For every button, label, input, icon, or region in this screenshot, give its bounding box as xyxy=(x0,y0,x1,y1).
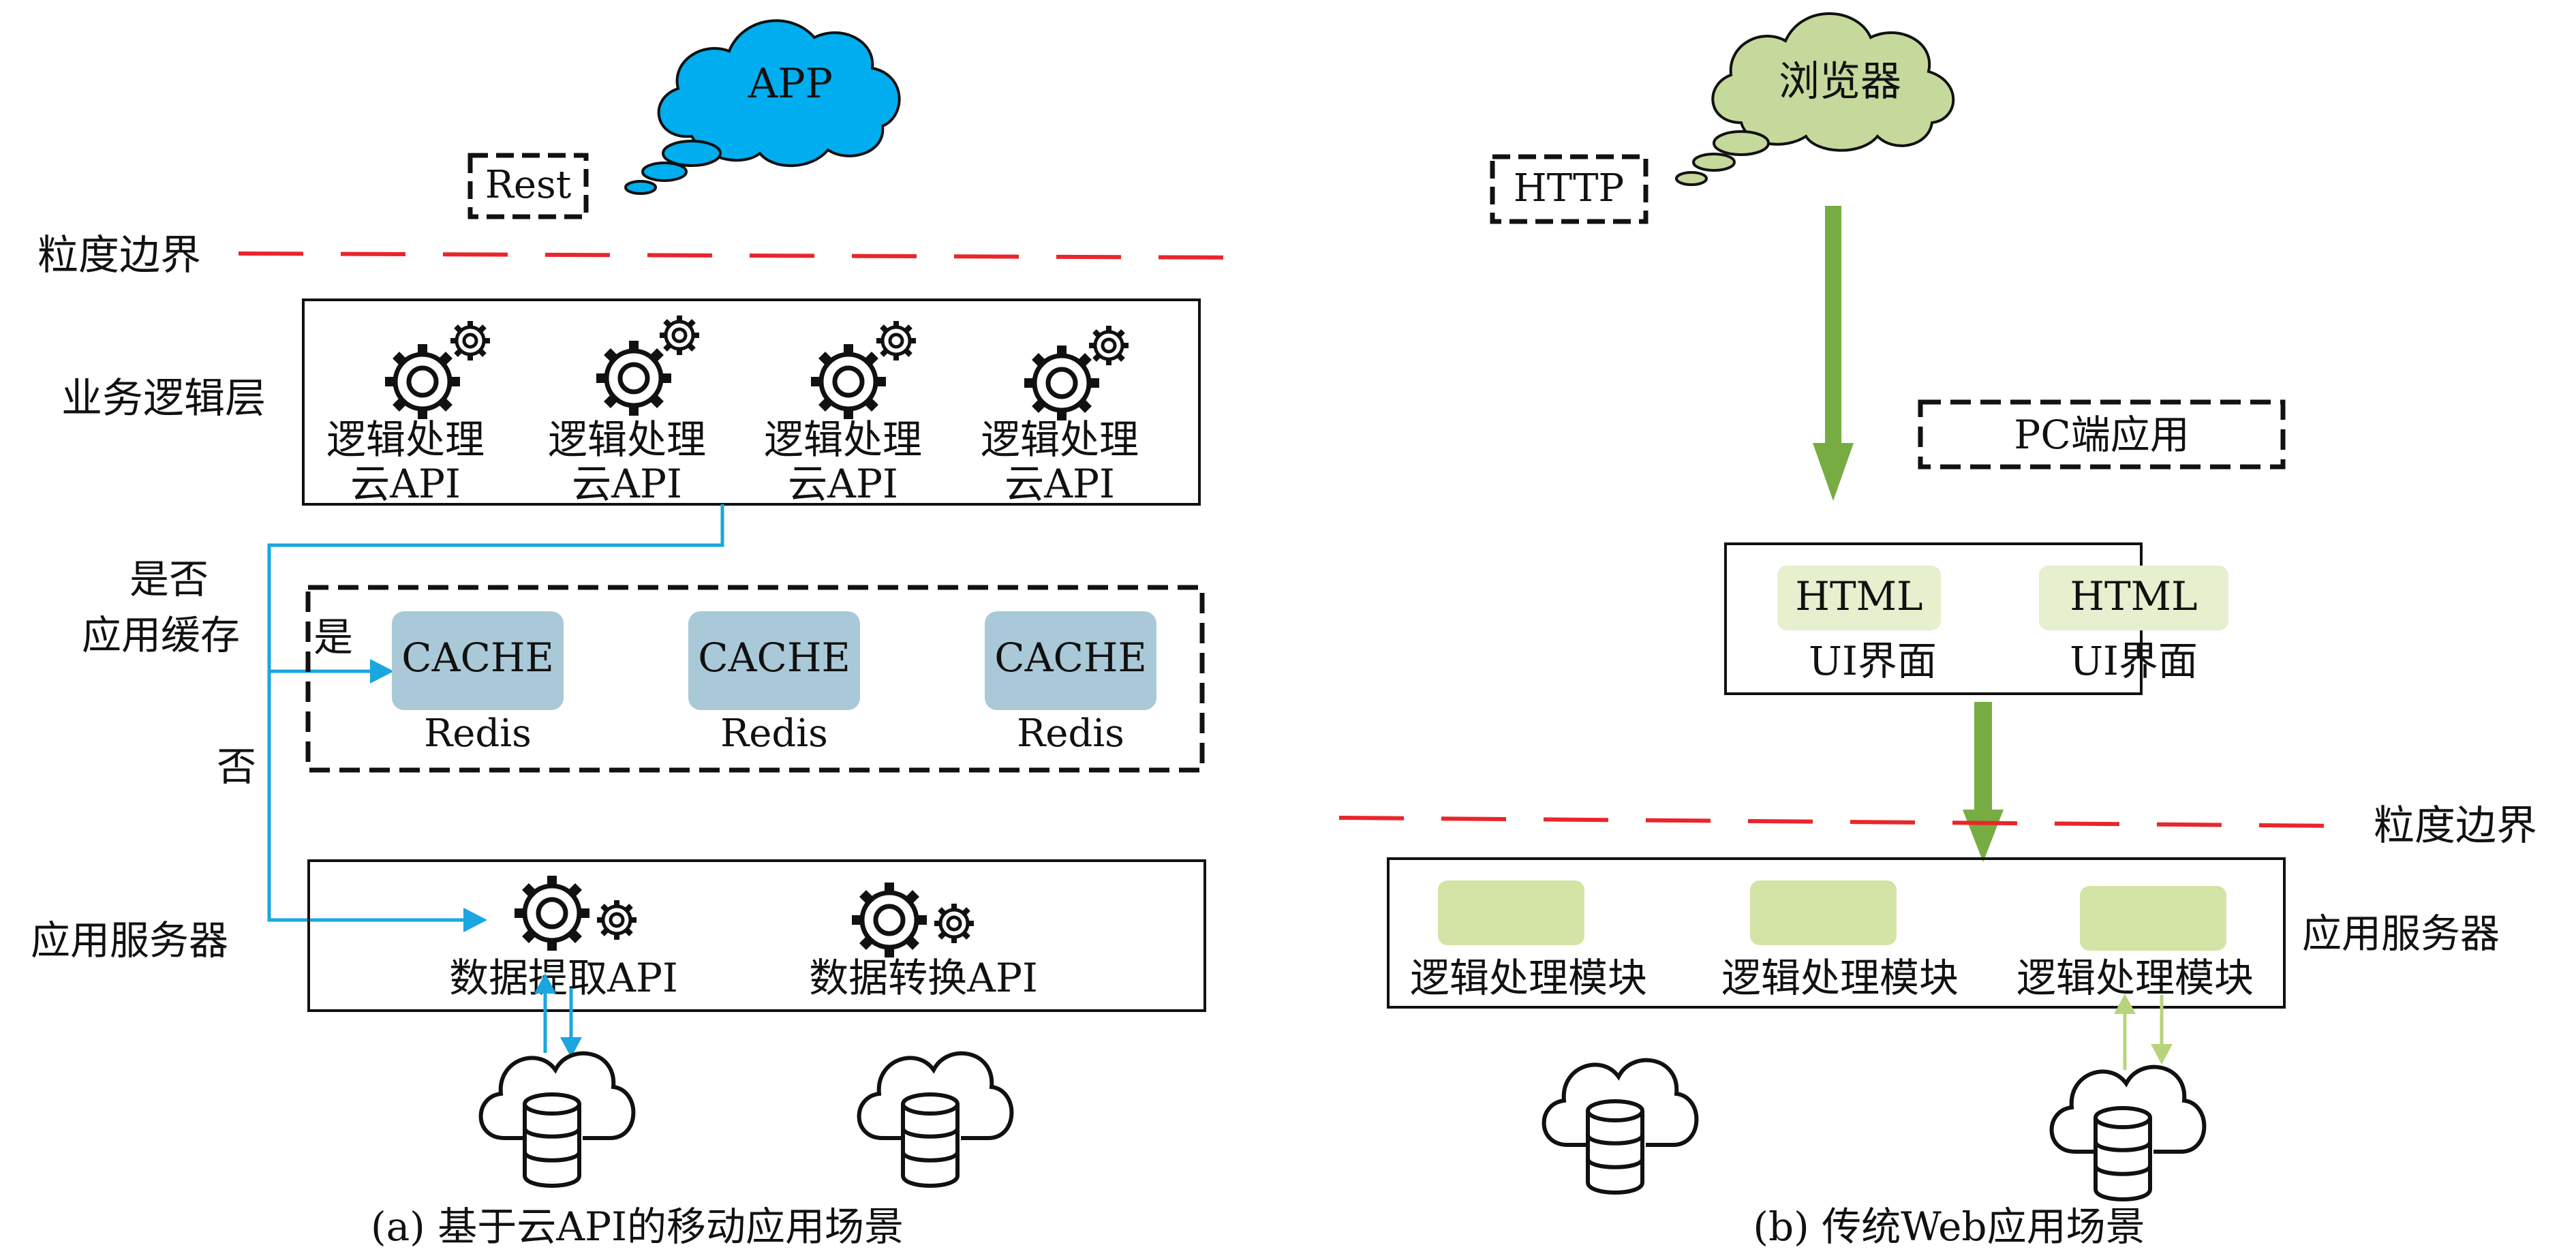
cache-unit-3: CACHE Redis xyxy=(985,611,1156,756)
business-layer-label: 业务逻辑层 xyxy=(61,375,266,423)
server-api-label: 数据提取API xyxy=(449,955,678,1001)
module-label: 逻辑处理模块 xyxy=(2017,955,2254,1001)
logic-unit-subtitle: 云API xyxy=(1005,461,1115,507)
left-caption: (a) 基于云API的移动应用场景 xyxy=(371,1203,904,1250)
right-caption: (b) 传统Web应用场景 xyxy=(1753,1203,2145,1250)
server-api-label: 数据转换API xyxy=(809,955,1038,1001)
no-label: 否 xyxy=(217,743,256,790)
down-arrow-2 xyxy=(1963,702,2004,862)
left-boundary-line xyxy=(238,251,1248,260)
gear-icon xyxy=(660,316,699,355)
http-protocol-label: HTTP xyxy=(1514,166,1624,211)
gear-icon xyxy=(597,900,637,940)
gear-icon xyxy=(1089,326,1129,365)
html-label: HTML xyxy=(1795,573,1922,619)
module-label: 逻辑处理模块 xyxy=(1721,955,1959,1001)
down-arrow-1 xyxy=(1813,206,1854,501)
cache-sub-label: Redis xyxy=(1017,711,1124,756)
cache-label: CACHE xyxy=(994,634,1147,681)
logic-unit-1: 逻辑处理 云API xyxy=(326,321,490,507)
browser-cloud-label: 浏览器 xyxy=(1779,58,1901,106)
logic-module-2: 逻辑处理模块 xyxy=(1721,880,1959,1001)
ui-unit-2: HTML UI界面 xyxy=(2039,566,2228,684)
left-app-server-label: 应用服务器 xyxy=(31,917,228,964)
cache-label: CACHE xyxy=(401,634,554,681)
cache-question-line2: 应用缓存 xyxy=(82,612,240,658)
cache-unit-1: CACHE Redis xyxy=(392,611,564,756)
logic-unit-title: 逻辑处理 xyxy=(981,416,1139,463)
server-api-transform: 数据转换API xyxy=(809,883,1038,1001)
gear-icon xyxy=(852,883,927,957)
module-label: 逻辑处理模块 xyxy=(1410,955,1647,1001)
http-protocol-box xyxy=(1490,154,1649,224)
right-panel: 浏览器 HTTP PC端应用 HTML UI界面 HTML UI界面 粒度边界 xyxy=(1338,12,2537,1250)
left-db-arrows xyxy=(534,973,582,1058)
logic-module-3: 逻辑处理模块 xyxy=(2017,886,2254,1001)
ui-label: UI界面 xyxy=(2070,638,2198,684)
logic-unit-title: 逻辑处理 xyxy=(326,416,485,463)
logic-unit-subtitle: 云API xyxy=(350,461,461,507)
gear-icon xyxy=(934,904,974,943)
rest-protocol-box xyxy=(467,153,589,219)
cloud-database-icon xyxy=(1544,1060,1697,1193)
right-db-arrows xyxy=(2114,994,2173,1070)
cloud-database-icon xyxy=(2052,1067,2205,1199)
logic-unit-title: 逻辑处理 xyxy=(548,416,706,463)
cloud-database-icon xyxy=(481,1054,634,1186)
pc-app-box xyxy=(1918,399,2286,470)
cache-question-line1: 是否 xyxy=(129,556,209,602)
ui-label: UI界面 xyxy=(1809,638,1937,684)
logic-unit-3: 逻辑处理 云API xyxy=(764,321,922,507)
logic-unit-title: 逻辑处理 xyxy=(764,416,922,463)
gear-icon xyxy=(811,344,886,419)
logic-module-1: 逻辑处理模块 xyxy=(1410,880,1647,1001)
app-cloud-label: APP xyxy=(748,60,833,108)
ui-unit-1: HTML UI界面 xyxy=(1777,566,1941,684)
logic-unit-4: 逻辑处理 云API xyxy=(981,326,1139,507)
gear-icon xyxy=(515,876,589,951)
gear-icon xyxy=(385,344,460,419)
cache-decision-path xyxy=(267,504,724,932)
app-cloud-icon xyxy=(624,19,901,195)
gear-icon xyxy=(876,321,916,360)
business-layer-box xyxy=(302,298,1201,506)
cache-label: CACHE xyxy=(698,634,850,681)
logic-unit-subtitle: 云API xyxy=(572,461,682,507)
yes-label: 是 xyxy=(313,614,353,660)
gear-icon xyxy=(596,341,671,416)
left-boundary-label: 粒度边界 xyxy=(37,232,201,279)
right-boundary-label: 粒度边界 xyxy=(2374,802,2537,850)
cache-sub-label: Redis xyxy=(720,711,828,756)
cache-sub-label: Redis xyxy=(424,711,532,756)
logic-unit-2: 逻辑处理 云API xyxy=(548,316,706,507)
right-app-server-label: 应用服务器 xyxy=(2302,910,2500,957)
right-boundary-line xyxy=(1338,816,2348,828)
server-api-extract: 数据提取API xyxy=(449,876,678,1001)
html-label: HTML xyxy=(2070,573,2197,619)
pc-app-label: PC端应用 xyxy=(2014,412,2189,458)
gear-icon xyxy=(1024,346,1099,420)
gear-icon xyxy=(450,321,490,360)
cache-unit-2: CACHE Redis xyxy=(688,611,860,756)
left-app-server-box xyxy=(307,859,1206,1012)
browser-cloud-icon xyxy=(1675,12,1955,186)
left-panel: APP Rest 粒度边界 业务逻辑层 逻辑处理 云API 逻辑处理 云API … xyxy=(31,19,1248,1250)
right-app-server-box xyxy=(1387,857,2286,1009)
cloud-database-icon xyxy=(859,1054,1012,1186)
logic-unit-subtitle: 云API xyxy=(788,461,898,507)
rest-protocol-label: Rest xyxy=(485,163,572,207)
